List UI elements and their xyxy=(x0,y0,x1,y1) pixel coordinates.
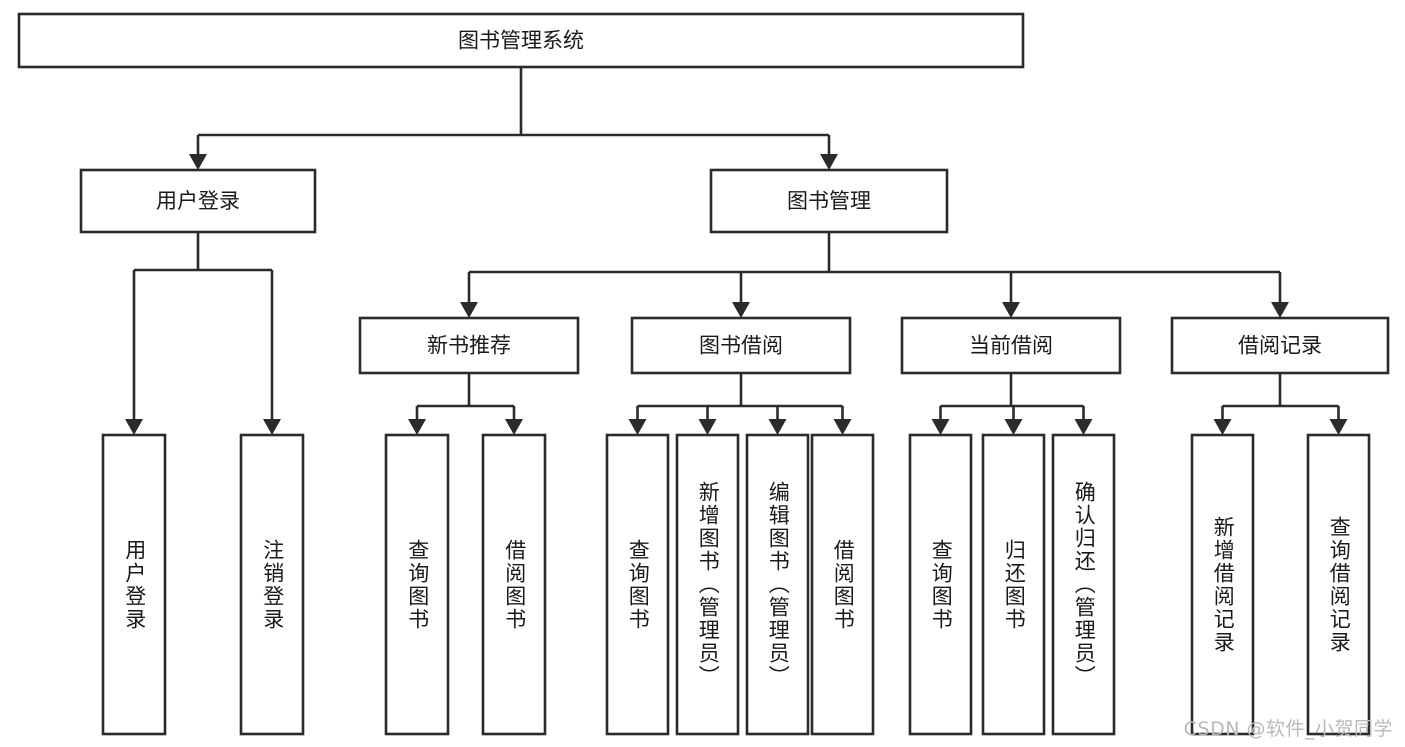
node-label-root: 图书管理系统 xyxy=(458,29,584,53)
node-box-current-borrow[interactable] xyxy=(900,316,1122,375)
node-box-leaf-confirm-return-admin[interactable] xyxy=(1051,433,1116,736)
node-label-new-book-recommend: 新书推荐 xyxy=(427,334,511,358)
node-label-borrow-record: 借阅记录 xyxy=(1238,334,1322,358)
node-leaf-confirm-return-admin[interactable] xyxy=(1051,433,1116,736)
node-label-current-borrow: 当前借阅 xyxy=(969,334,1053,358)
edge-borrow-record-to-leaf-add-borrow-record-arrowhead xyxy=(1213,419,1232,435)
node-new-book-recommend[interactable]: 新书推荐 xyxy=(358,316,580,375)
node-box-leaf-add-borrow-record[interactable] xyxy=(1190,433,1255,736)
node-leaf-query-book-2[interactable] xyxy=(605,433,670,736)
node-leaf-edit-book-admin[interactable] xyxy=(745,433,810,736)
edge-root-to-user-login-arrowhead xyxy=(189,154,207,170)
node-box-leaf-borrow-book-1[interactable] xyxy=(481,433,547,736)
node-leaf-borrow-book-1[interactable] xyxy=(481,433,547,736)
node-borrow-record[interactable]: 借阅记录 xyxy=(1170,316,1390,375)
connector-layer xyxy=(125,67,1348,435)
node-box-leaf-query-book-3[interactable] xyxy=(908,433,973,736)
edge-book-manage-to-borrow-record-arrowhead xyxy=(1271,302,1289,318)
edge-book-manage-to-book-borrow-arrowhead xyxy=(732,302,750,318)
node-box-leaf-query-borrow-record[interactable] xyxy=(1306,433,1371,736)
edge-new-book-recommend-to-leaf-borrow-book-1-arrowhead xyxy=(505,419,523,435)
node-box-leaf-logout-login[interactable] xyxy=(239,433,305,736)
edge-book-borrow-to-leaf-edit-book-admin-arrowhead xyxy=(768,419,787,435)
node-user-login[interactable]: 用户登录 xyxy=(79,168,317,234)
node-box-leaf-borrow-book-2[interactable] xyxy=(810,433,875,736)
node-label-user-login: 用户登录 xyxy=(156,189,240,213)
edge-book-borrow-to-leaf-add-book-admin-arrowhead xyxy=(698,419,717,435)
edge-new-book-recommend-to-leaf-query-book-1-arrowhead xyxy=(408,419,426,435)
node-leaf-logout-login[interactable] xyxy=(239,433,305,736)
edge-current-borrow-to-leaf-query-book-3-arrowhead xyxy=(931,419,950,435)
node-leaf-query-book-3[interactable] xyxy=(908,433,973,736)
node-box-leaf-return-book[interactable] xyxy=(981,433,1046,736)
node-label-book-manage: 图书管理 xyxy=(787,189,871,213)
edge-root-to-book-manage-arrowhead xyxy=(820,154,838,170)
node-leaf-return-book[interactable] xyxy=(981,433,1046,736)
edge-user-login-to-leaf-logout-login-arrowhead xyxy=(263,419,281,435)
node-box-user-login[interactable] xyxy=(79,168,317,234)
node-current-borrow[interactable]: 当前借阅 xyxy=(900,316,1122,375)
node-leaf-user-login[interactable] xyxy=(101,433,167,736)
node-box-root[interactable] xyxy=(17,12,1025,69)
edge-book-borrow-to-leaf-borrow-book-2-arrowhead xyxy=(833,419,852,435)
node-leaf-add-book-admin[interactable] xyxy=(675,433,740,736)
node-box-leaf-query-book-2[interactable] xyxy=(605,433,670,736)
node-box-new-book-recommend[interactable] xyxy=(358,316,580,375)
edge-book-borrow-to-leaf-query-book-2-arrowhead xyxy=(628,419,647,435)
watermark-text: CSDN @软件_小贺同学 xyxy=(1183,718,1393,740)
node-box-book-borrow[interactable] xyxy=(630,316,852,375)
node-leaf-query-borrow-record[interactable] xyxy=(1306,433,1371,736)
node-leaf-add-borrow-record[interactable] xyxy=(1190,433,1255,736)
node-root[interactable]: 图书管理系统 xyxy=(17,12,1025,69)
node-box-leaf-query-book-1[interactable] xyxy=(384,433,450,736)
edge-book-manage-to-current-borrow-arrowhead xyxy=(1002,302,1020,318)
node-box-borrow-record[interactable] xyxy=(1170,316,1390,375)
edge-borrow-record-to-leaf-query-borrow-record-arrowhead xyxy=(1329,419,1348,435)
node-box-leaf-add-book-admin[interactable] xyxy=(675,433,740,736)
node-leaf-borrow-book-2[interactable] xyxy=(810,433,875,736)
node-box-leaf-user-login[interactable] xyxy=(101,433,167,736)
node-box-leaf-edit-book-admin[interactable] xyxy=(745,433,810,736)
node-book-borrow[interactable]: 图书借阅 xyxy=(630,316,852,375)
node-box-book-manage[interactable] xyxy=(709,168,949,234)
edge-current-borrow-to-leaf-return-book-arrowhead xyxy=(1004,419,1023,435)
node-book-manage[interactable]: 图书管理 xyxy=(709,168,949,234)
node-label-book-borrow: 图书借阅 xyxy=(699,334,783,358)
node-leaf-query-book-1[interactable] xyxy=(384,433,450,736)
edge-user-login-to-leaf-user-login-arrowhead xyxy=(125,419,143,435)
edge-book-manage-to-new-book-recommend-arrowhead xyxy=(460,302,478,318)
edge-current-borrow-to-leaf-confirm-return-admin-arrowhead xyxy=(1074,419,1093,435)
